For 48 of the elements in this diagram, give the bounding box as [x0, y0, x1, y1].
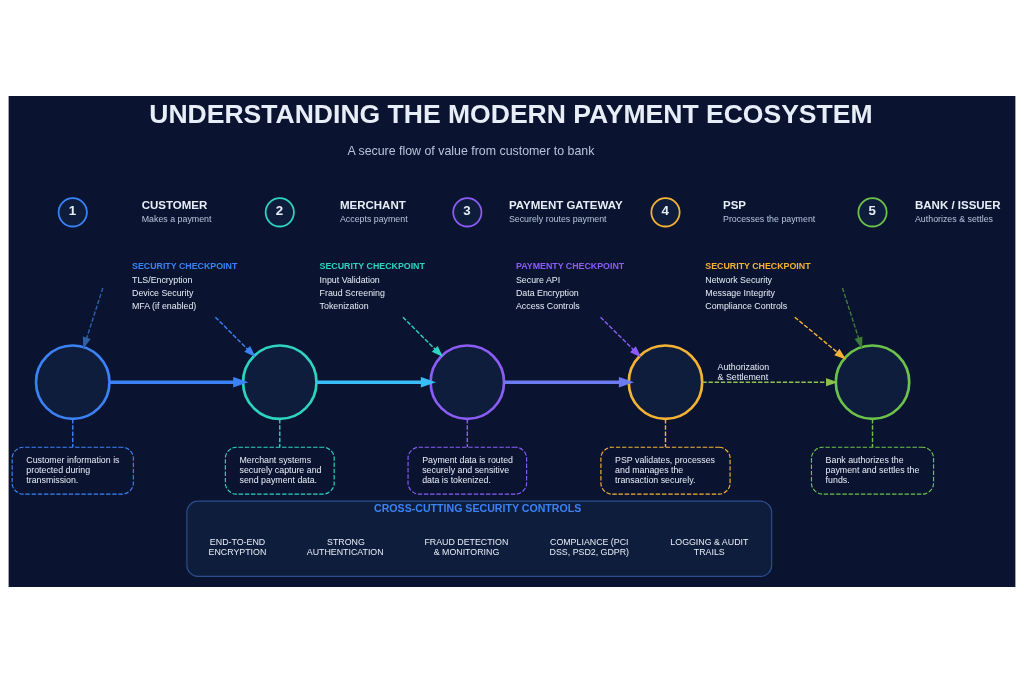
node-label: MERCHANT	[339, 199, 406, 212]
node-label: BANK / ISSUER	[914, 199, 1001, 212]
arrow	[841, 287, 863, 349]
node-text: LOGGING & AUDIT TRAILS	[670, 537, 749, 558]
arrow	[82, 287, 104, 349]
node-box: Customer information is protected during transmission.	[11, 446, 134, 495]
node-text: END-TO-END ENCRYPTION	[208, 537, 267, 558]
node-text: SECURITY CHECKPOINT Network Security Message Integrity Compliance Controls	[705, 260, 811, 312]
arrow	[214, 316, 256, 358]
node-box: PSP validates, processes and manages the transaction securely.	[600, 446, 731, 495]
connector	[466, 418, 469, 448]
arrow	[794, 316, 846, 360]
arrow	[316, 376, 436, 388]
arrow	[599, 316, 642, 358]
node-label: PAYMENT GATEWAY	[508, 199, 623, 212]
node-label: Makes a payment	[141, 214, 212, 225]
arrow	[402, 316, 444, 358]
node-text: FRAUD DETECTION & MONITORING	[424, 537, 509, 558]
node-text: COMPLIANCE (PCI DSS, PSD2, GDPR)	[549, 537, 630, 558]
arrow	[109, 376, 249, 388]
node-text: PAYMENTY CHECKPOINT Secure API Data Encryption Access Controls	[515, 260, 625, 312]
node-box: Payment data is routed securely and sensitive data is tokenized.	[407, 446, 528, 495]
node-box: Merchant systems securely capture and send payment data.	[224, 446, 335, 495]
node-text: SECURITY CHECKPOINT Input Validation Fraud Screening Tokenization	[319, 260, 425, 312]
node-label: PSP	[723, 199, 747, 212]
node-label: CUSTOMER	[141, 199, 208, 212]
node-text: STRONG AUTHENTICATION	[306, 537, 384, 558]
connector	[664, 418, 667, 448]
node-circle: 4	[650, 197, 681, 228]
edge-label: Authorization & Settlement	[717, 361, 770, 382]
node-text: SECURITY CHECKPOINT TLS/Encryption Device Security MFA (if enabled)	[132, 260, 238, 312]
arrow	[701, 378, 838, 387]
node-label: Accepts payment	[339, 214, 408, 225]
node-circle: 1	[57, 197, 88, 228]
node-circle	[34, 344, 111, 421]
label: A secure flow of value from customer to bank	[347, 144, 595, 159]
connector	[72, 418, 74, 448]
connector	[871, 418, 874, 448]
node-label: Processes the payment	[723, 214, 816, 225]
connector	[279, 418, 281, 448]
node-circle: 2	[264, 197, 295, 228]
node-circle: 3	[452, 197, 483, 228]
node-circle: 5	[857, 197, 888, 228]
node-label: Authorizes & settles	[914, 214, 994, 225]
diagram-title: UNDERSTANDING THE MODERN PAYMENT ECOSYSTEM	[149, 99, 873, 130]
node-box: Bank authorizes the payment and settles the funds.	[810, 446, 935, 495]
node-label: Securely routes payment	[508, 214, 607, 225]
arrow	[504, 376, 634, 388]
